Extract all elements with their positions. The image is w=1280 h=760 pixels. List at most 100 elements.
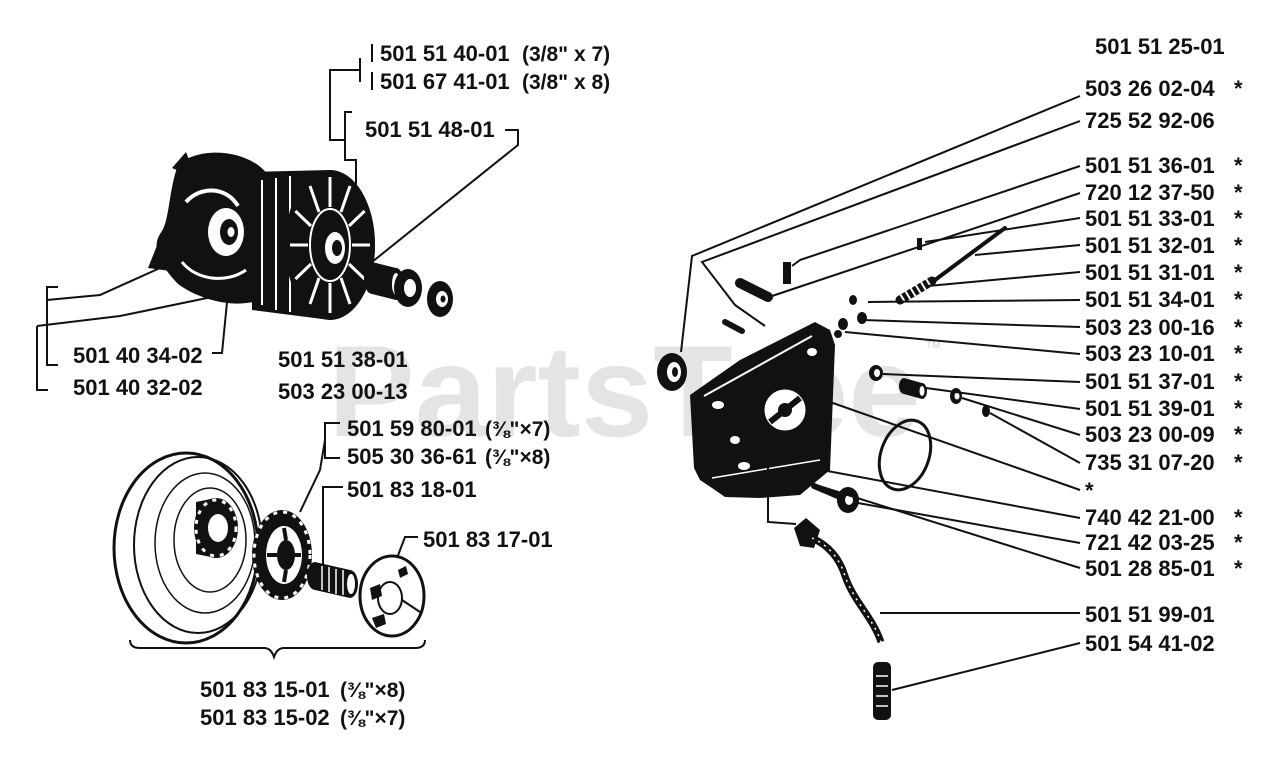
- rim-sprocket-center: [277, 540, 295, 570]
- needle-bearing-needles: [321, 566, 344, 595]
- part-mark: *: [1234, 556, 1243, 581]
- part-number: 501 51 37-01: [1085, 369, 1215, 394]
- housing-hole: [730, 436, 740, 444]
- piston-end: [919, 386, 925, 396]
- part-number: 501 51 40-01: [380, 41, 510, 66]
- clutch-drum-labels: 501 59 80-01 (⅜"×7) 505 30 36-61 (⅜"×8) …: [200, 416, 553, 730]
- leader-line: [989, 412, 1081, 464]
- rim-sprocket-spokes: [267, 527, 301, 583]
- o-ring: [877, 418, 933, 492]
- small-part: [834, 330, 842, 338]
- leader-line: [882, 373, 1081, 383]
- leader-line: [771, 192, 1081, 297]
- part-mark: *: [1234, 450, 1243, 475]
- part-number: 501 51 34-01: [1085, 287, 1215, 312]
- leader-line: [799, 479, 1081, 569]
- part-number: 501 28 85-01: [1085, 556, 1215, 581]
- part-mark: *: [1234, 530, 1243, 555]
- part-number: 501 51 33-01: [1085, 206, 1215, 231]
- small-part: [857, 312, 867, 324]
- leader-line: [891, 642, 1081, 691]
- part-number: 740 42 21-00: [1085, 505, 1215, 530]
- leader-line: [821, 469, 1081, 519]
- pump-housing-edge: [703, 335, 813, 397]
- small-part: [849, 295, 857, 305]
- leader-line: [371, 129, 519, 263]
- part-mark: *: [1234, 180, 1243, 205]
- small-part: [838, 318, 848, 330]
- clutch-drum-ring: [173, 487, 247, 593]
- clutch-inner-ring: [309, 208, 351, 282]
- leader-line: [36, 326, 48, 391]
- part-number: 725 52 92-06: [1085, 108, 1215, 133]
- part-number: 501 40 34-02: [73, 343, 203, 368]
- drum-washer-tab: [370, 584, 382, 600]
- adjusting-screw: [933, 226, 1007, 282]
- clutch-drum-assembly: [112, 451, 426, 661]
- part-number: 501 83 15-01: [200, 677, 330, 702]
- part-number: 503 26 02-04: [1085, 76, 1215, 101]
- clutch-hub-hole: [227, 227, 235, 237]
- part-number: *: [1085, 478, 1094, 503]
- part-number: 503 23 00-13: [278, 379, 408, 404]
- part-mark: *: [1234, 76, 1243, 101]
- part-number: 721 42 03-25: [1085, 530, 1215, 555]
- screw: [735, 278, 773, 302]
- oil-filter-ribs: [876, 675, 888, 707]
- leader-line: [329, 69, 360, 141]
- leader-line: [925, 387, 1081, 410]
- part-number: 501 83 18-01: [347, 477, 477, 502]
- part-size-note: (⅜"×7): [340, 707, 405, 730]
- leader-line: [680, 95, 1081, 353]
- drum-washer-hole: [377, 581, 403, 615]
- drum-leader-lines: [299, 422, 418, 565]
- part-size-note: (3/8" x 7): [522, 43, 610, 66]
- seal-ring-core: [672, 367, 678, 377]
- part-mark: *: [1234, 206, 1243, 231]
- oil-filter: [873, 662, 891, 720]
- drum-hub-splines: [194, 498, 238, 558]
- small-part: [982, 405, 990, 417]
- part-mark: *: [1234, 505, 1243, 530]
- part-number: 720 12 37-50: [1085, 180, 1215, 205]
- part-number: 503 23 00-09: [1085, 422, 1215, 447]
- screw: [722, 319, 745, 334]
- part-size-note: (⅜"×8): [485, 446, 550, 469]
- part-number: 501 51 39-01: [1085, 396, 1215, 421]
- part-number: 503 23 10-01: [1085, 341, 1215, 366]
- bolt: [811, 483, 843, 500]
- part-mark: *: [1234, 422, 1243, 447]
- part-number: 501 67 41-01: [380, 69, 510, 94]
- part-mark: *: [1234, 369, 1243, 394]
- leader-line: [46, 267, 161, 301]
- clutch-teeth: [290, 177, 370, 313]
- housing-hole: [807, 348, 817, 356]
- part-number: 501 51 48-01: [365, 117, 495, 142]
- part-number: 501 51 31-01: [1085, 260, 1215, 285]
- leader-line: [46, 286, 58, 366]
- group-bracket: [129, 639, 426, 661]
- clutch-labels: 501 51 40-01 (3/8" x 7) 501 67 41-01 (3/…: [73, 41, 610, 404]
- leader-line: [924, 217, 1081, 243]
- housing-hole: [712, 401, 724, 409]
- leader-line: [344, 111, 357, 200]
- leader-line: [927, 271, 1081, 287]
- part-mark: *: [1234, 396, 1243, 421]
- part-number: 501 83 15-02: [200, 705, 330, 730]
- part-number: 501 40 32-02: [73, 375, 203, 400]
- part-number: 501 51 36-01: [1085, 153, 1215, 178]
- drum-washer-slot: [401, 599, 421, 613]
- oil-hose: [810, 534, 885, 644]
- leader-line: [396, 536, 418, 559]
- leader-line: [299, 439, 326, 513]
- assembly-number: 501 51 25-01: [1095, 34, 1225, 59]
- leader-line: [322, 486, 343, 565]
- housing-hole: [738, 462, 750, 470]
- part-number: 501 51 38-01: [278, 347, 408, 372]
- part-size-note: (⅜"×7): [485, 418, 550, 441]
- drum-washer-tab: [398, 566, 408, 578]
- part-number: 501 51 32-01: [1085, 233, 1215, 258]
- part-number: 501 59 80-01: [347, 416, 477, 441]
- oil-pump-assembly: [657, 226, 1007, 720]
